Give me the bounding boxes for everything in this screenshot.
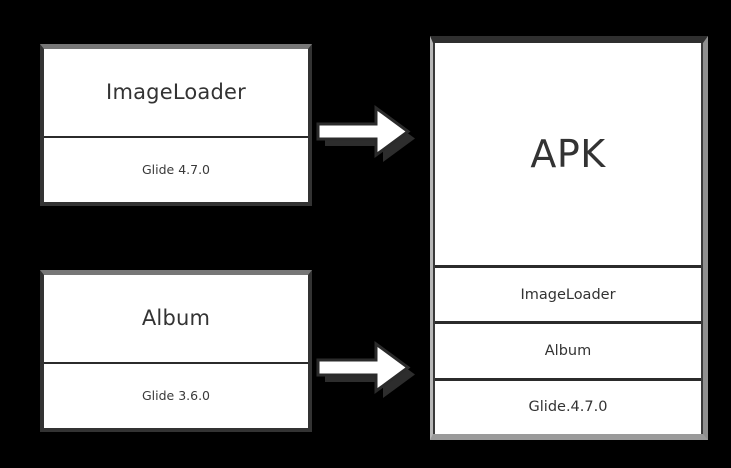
apk-box: APK ImageLoader Album Glide.4.7.0 bbox=[430, 36, 708, 440]
apk-row-album: Album bbox=[435, 324, 701, 381]
apk-box-inner: APK ImageLoader Album Glide.4.7.0 bbox=[433, 43, 703, 434]
right-block-arrow-icon bbox=[316, 341, 418, 406]
module-dependency: Glide 4.7.0 bbox=[44, 137, 308, 202]
right-block-arrow-icon bbox=[316, 105, 418, 170]
module-box-album: Album Glide 3.6.0 bbox=[40, 270, 312, 432]
apk-row-glide: Glide.4.7.0 bbox=[528, 399, 608, 416]
apk-title: APK bbox=[435, 43, 701, 268]
module-title: ImageLoader bbox=[44, 49, 308, 138]
module-title: Album bbox=[44, 275, 308, 364]
module-dependency: Glide 3.6.0 bbox=[44, 363, 308, 428]
module-box-imageloader: ImageLoader Glide 4.7.0 bbox=[40, 44, 312, 206]
apk-row-imageloader: ImageLoader bbox=[435, 268, 701, 325]
